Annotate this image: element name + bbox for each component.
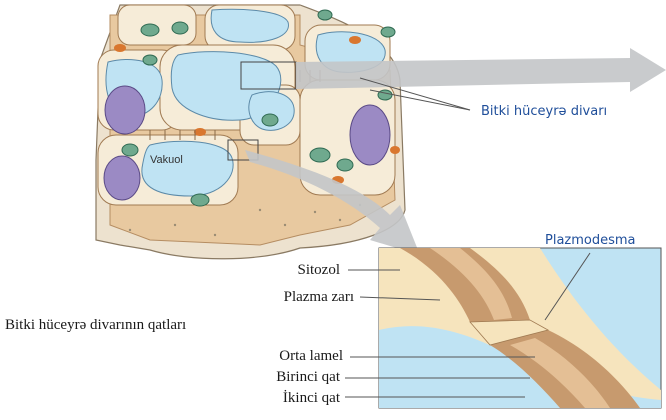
chloroplast [191, 194, 209, 206]
wall-detail-inset [379, 248, 661, 408]
wall-layers-label: Bitki hüceyrə divarının qatları [5, 317, 186, 334]
mitochondrion [194, 128, 206, 136]
chloroplast [318, 10, 332, 20]
cytosol-label: Sitozol [297, 262, 340, 279]
mitochondrion [349, 36, 361, 44]
nucleus-left [105, 86, 145, 134]
chloroplast [262, 114, 278, 126]
middle-lamella-label: Orta lamel [279, 348, 343, 365]
primary-layer-label: Birinci qat [276, 369, 340, 386]
chloroplast [337, 159, 353, 171]
vacuole-label: Vakuol [150, 154, 183, 166]
nucleus-bottom [104, 156, 140, 200]
cell-tissue-illustration [96, 5, 405, 259]
chloroplast [310, 148, 330, 162]
nucleus-right [350, 105, 390, 165]
chloroplast [141, 24, 159, 36]
mitochondrion [114, 44, 126, 52]
chloroplast [172, 22, 188, 34]
chloroplast [143, 55, 157, 65]
plasmodesma-label: Plazmodesma [545, 233, 636, 248]
chloroplast [378, 90, 392, 100]
cell-wall-label: Bitki hüceyrə divarı [481, 104, 607, 119]
chloroplast [122, 144, 138, 156]
vacuole-top-mid [211, 9, 288, 42]
chloroplast [381, 27, 395, 37]
plasma-membrane-label: Plazma zarı [284, 289, 354, 306]
vacuole-bottom [142, 141, 233, 196]
mitochondrion [390, 146, 400, 154]
secondary-layer-label: İkinci qat [283, 390, 340, 407]
